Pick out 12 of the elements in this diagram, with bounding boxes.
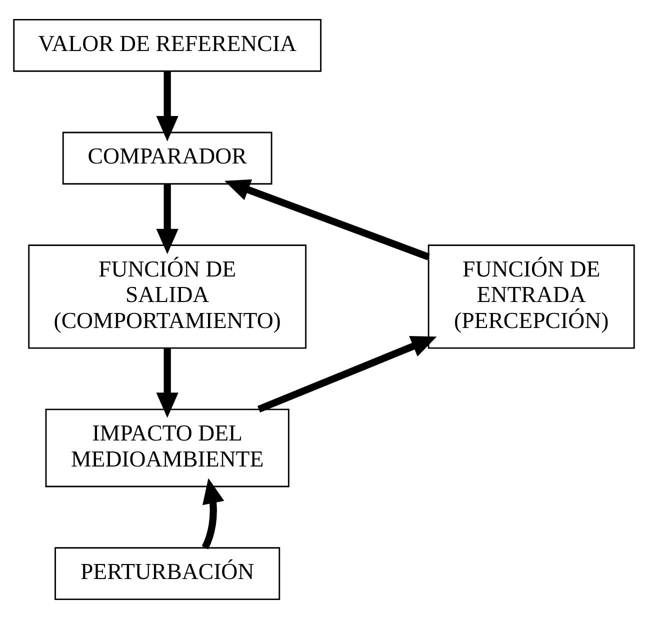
arrow <box>156 348 178 418</box>
node-box: IMPACTO DEL MEDIOAMBIENTE <box>45 408 290 487</box>
arrow <box>156 184 178 254</box>
arrow <box>257 335 437 412</box>
node-box: FUNCIÓN DE SALIDA (COMPORTAMIENTO) <box>28 244 307 348</box>
arrow <box>202 478 224 549</box>
node-box: VALOR DE REFERENCIA <box>13 18 322 72</box>
node-box: FUNCIÓN DE ENTRADA (PERCEPCIÓN) <box>428 244 635 348</box>
node-box: PERTURBACIÓN <box>54 546 280 600</box>
node-box: COMPARADOR <box>62 131 272 184</box>
arrow <box>156 70 178 141</box>
arrow <box>224 178 430 260</box>
